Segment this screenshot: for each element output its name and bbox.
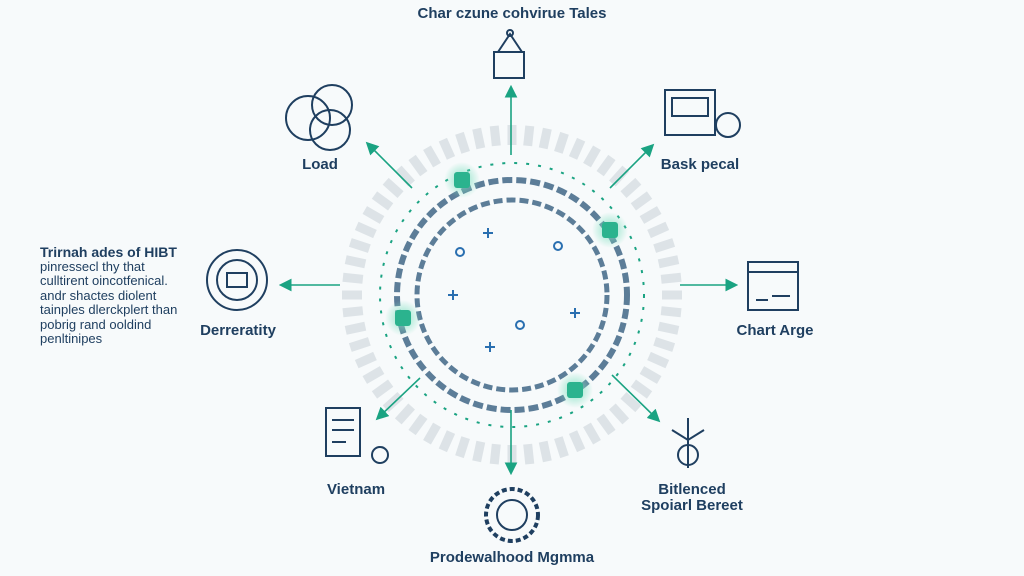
ring-segment bbox=[344, 321, 367, 335]
ring-segment bbox=[371, 379, 394, 399]
ring-segment bbox=[523, 125, 535, 147]
node-label-line: Bitlenced bbox=[658, 481, 726, 498]
diagram-title: Char czune cohvirue Tales bbox=[417, 5, 607, 22]
arrows bbox=[278, 84, 739, 476]
ring-segment bbox=[342, 272, 364, 284]
node-label-bask: Bask pecal bbox=[660, 156, 740, 173]
node-label-line: Spoiarl Bereet bbox=[641, 497, 743, 514]
node-label-chart: Chart Arge bbox=[736, 322, 814, 339]
description-line: culltirent oincotfenical. bbox=[40, 273, 168, 288]
ring-segment bbox=[630, 379, 653, 399]
ring-segment bbox=[354, 351, 377, 369]
ring-segment bbox=[554, 436, 569, 459]
ring-segment bbox=[472, 127, 486, 150]
ring-segment bbox=[583, 422, 601, 445]
ring-segment bbox=[568, 137, 586, 160]
ring-segment bbox=[382, 392, 404, 413]
description-line: pinressecl thy that bbox=[40, 258, 145, 274]
ring-segment bbox=[609, 403, 630, 425]
node-label-load: Load bbox=[302, 156, 338, 173]
ring-segment bbox=[382, 177, 404, 198]
ring-segment bbox=[657, 321, 680, 335]
ring-segment bbox=[362, 366, 385, 384]
ring-segment bbox=[489, 443, 501, 465]
bask-device-icon bbox=[664, 89, 741, 138]
ring-segment bbox=[394, 403, 415, 425]
description-heading: Trirnah ades of HIBT bbox=[40, 244, 177, 260]
ring-segment bbox=[354, 221, 377, 239]
ring-segment bbox=[620, 392, 642, 413]
description-block: Trirnah ades of HIBT pinressecl thy that… bbox=[40, 245, 177, 347]
ring-segment bbox=[639, 206, 662, 224]
chain-markers bbox=[448, 228, 580, 352]
ring-segment bbox=[523, 443, 535, 465]
ring-segment bbox=[620, 177, 642, 198]
ring-segment bbox=[408, 413, 428, 436]
ring-segment bbox=[371, 191, 394, 211]
ring-segment bbox=[596, 154, 616, 177]
ring-segment bbox=[609, 165, 630, 187]
ring-segment bbox=[438, 430, 456, 453]
top-robot-icon bbox=[493, 29, 525, 79]
ring-segment bbox=[647, 221, 670, 239]
ring-segment bbox=[472, 440, 486, 463]
prodewalhood-gear-icon bbox=[484, 487, 540, 543]
node-label-vietnam: Vietnam bbox=[326, 481, 386, 498]
icons bbox=[206, 29, 799, 543]
ring-segment bbox=[568, 430, 586, 453]
description-line: andr shactes diolent bbox=[40, 287, 157, 303]
ring-segment bbox=[489, 125, 501, 147]
ring-segment bbox=[653, 337, 676, 352]
bitlenced-tool-icon bbox=[671, 418, 705, 468]
node-label-bitlenced: Bitlenced Spoiarl Bereet bbox=[641, 482, 743, 514]
ring-segment bbox=[344, 255, 367, 269]
ring-segment bbox=[583, 145, 601, 168]
chain-ring-outer bbox=[394, 177, 630, 413]
description-line: penltinipes bbox=[40, 331, 103, 346]
outer-ring bbox=[342, 125, 682, 465]
node-label-derreratity: Derreratity bbox=[200, 322, 276, 339]
ring-segment bbox=[438, 137, 456, 160]
description-line: pobrig rand ooldind bbox=[40, 316, 152, 332]
ring-segment bbox=[554, 131, 569, 154]
ring-segment bbox=[657, 255, 680, 269]
ring-segment bbox=[639, 366, 662, 384]
chain-ring-inner bbox=[414, 197, 610, 393]
ring-segment bbox=[660, 306, 682, 318]
ring-segment bbox=[653, 238, 676, 253]
ring-segment bbox=[423, 145, 441, 168]
ring-segment bbox=[362, 206, 385, 224]
ring-segment bbox=[348, 238, 371, 253]
node-label-prodewalhood: Prodewalhood Mgmma bbox=[429, 549, 595, 566]
ring-segment bbox=[455, 436, 470, 459]
dashed-ring bbox=[379, 162, 645, 428]
ring-segment bbox=[596, 413, 616, 436]
description-line: tainples dlerckplert than bbox=[40, 302, 178, 317]
ring-nodes bbox=[385, 162, 628, 408]
ring-segment bbox=[538, 127, 552, 150]
chart-window-icon bbox=[747, 261, 799, 311]
ring-segment bbox=[660, 272, 682, 284]
vietnam-document-icon bbox=[325, 407, 389, 464]
derreratity-target-icon bbox=[206, 249, 268, 311]
ring-segment bbox=[630, 191, 653, 211]
ring-segment bbox=[423, 422, 441, 445]
ring-segment bbox=[455, 131, 470, 154]
load-venn-icon bbox=[285, 84, 353, 151]
ring-segment bbox=[408, 154, 428, 177]
ring-segment bbox=[348, 337, 371, 352]
ring-segment bbox=[647, 351, 670, 369]
ring-segment bbox=[538, 440, 552, 463]
ring-segment bbox=[342, 306, 364, 318]
ring-segment bbox=[394, 165, 415, 187]
